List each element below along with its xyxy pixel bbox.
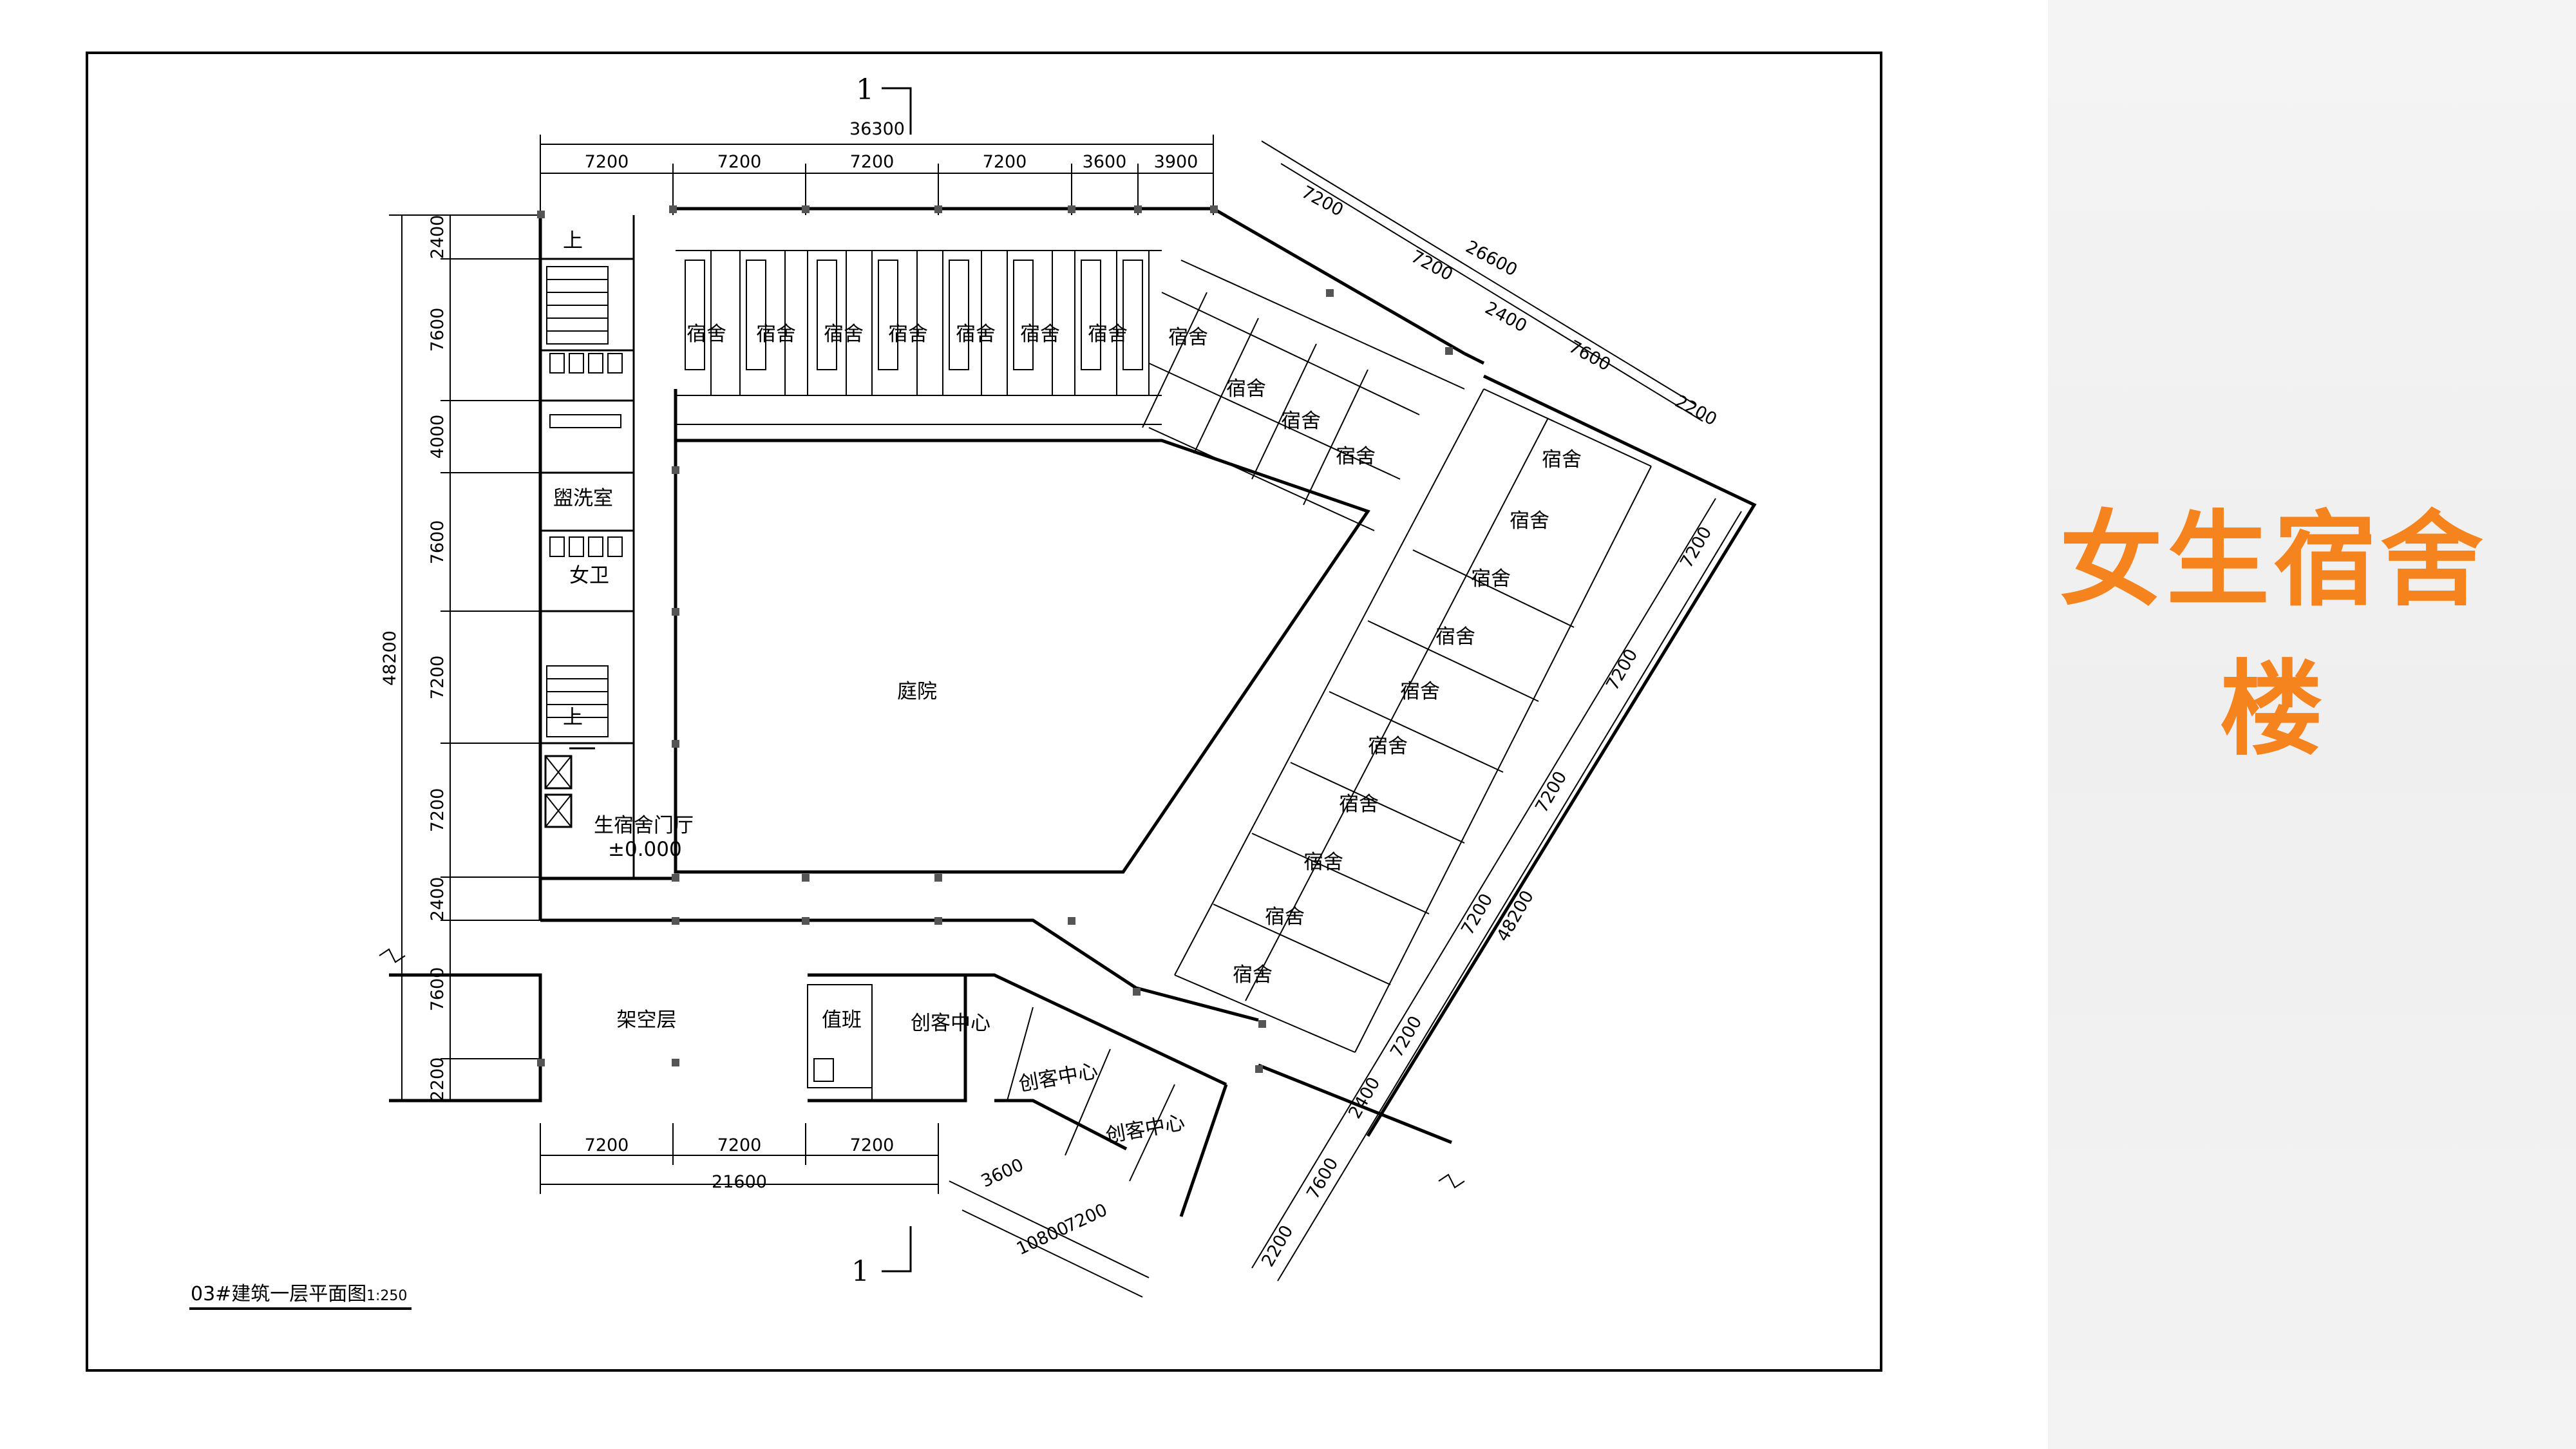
dim-right-4: 7200 bbox=[1457, 890, 1497, 938]
dim-diag-top-2: 7200 bbox=[1408, 247, 1456, 285]
dorm-right-6: 宿舍 bbox=[1471, 567, 1511, 591]
dorm-right-4: 宿舍 bbox=[1542, 448, 1582, 471]
dorm-top-1: 宿舍 bbox=[687, 323, 726, 346]
dim-diag-bottom-total: 10800 bbox=[1014, 1218, 1072, 1259]
dorm-right-10: 宿舍 bbox=[1339, 793, 1379, 816]
elevation-label: ±0.000 bbox=[608, 838, 682, 861]
dim-bottom-2: 7200 bbox=[717, 1135, 762, 1155]
dim-top-6: 3900 bbox=[1154, 152, 1198, 172]
duty-room-label: 值班 bbox=[822, 1009, 862, 1032]
dim-left-6: 7200 bbox=[428, 788, 448, 833]
slide-title: 女生宿舍楼 bbox=[2059, 500, 2487, 770]
dim-left-9: 2200 bbox=[428, 1057, 448, 1102]
dorm-top-3: 宿舍 bbox=[824, 323, 864, 346]
dim-left-5: 7200 bbox=[428, 656, 448, 700]
maker-center-2: 创客中心 bbox=[1017, 1059, 1099, 1096]
washroom-label: 盥洗室 bbox=[553, 487, 613, 510]
dorm-right-5: 宿舍 bbox=[1510, 509, 1549, 533]
dorm-top-5: 宿舍 bbox=[956, 323, 996, 346]
maker-center-1: 创客中心 bbox=[911, 1012, 990, 1035]
stair-up-label-2: 上 bbox=[563, 706, 583, 729]
dorm-right-3: 宿舍 bbox=[1336, 445, 1376, 468]
stair-left-top bbox=[546, 266, 609, 345]
dim-top-5: 3600 bbox=[1083, 152, 1127, 172]
side-panel bbox=[2048, 0, 2576, 1449]
bottom-dim-lines bbox=[540, 1123, 939, 1194]
dim-right-total: 48200 bbox=[1493, 887, 1538, 945]
break-marks bbox=[379, 948, 1465, 1189]
lobby-label: 生宿舍门厅 bbox=[594, 814, 694, 837]
right-wing-dorms bbox=[1142, 260, 1652, 1053]
dim-top-2: 7200 bbox=[717, 152, 762, 172]
dim-right-7: 7600 bbox=[1303, 1154, 1342, 1202]
dim-top-1: 7200 bbox=[585, 152, 629, 172]
floor-plan-frame: 36300 7200 7200 7200 7200 3600 3900 1 48… bbox=[86, 52, 1882, 1372]
dim-left-2: 7600 bbox=[428, 308, 448, 352]
floor-plan-drawing: 36300 7200 7200 7200 7200 3600 3900 1 48… bbox=[189, 73, 1757, 1310]
dim-bottom-3: 7200 bbox=[850, 1135, 895, 1155]
plan-caption: 03#建筑一层平面图 bbox=[191, 1283, 366, 1305]
dorm-right-8: 宿舍 bbox=[1400, 680, 1440, 703]
maker-center-3: 创客中心 bbox=[1104, 1111, 1186, 1148]
section-label-top: 1 bbox=[856, 73, 874, 106]
diag-top-dim-lines bbox=[1261, 140, 1703, 422]
dim-diag-top-5: 2200 bbox=[1672, 392, 1720, 430]
stair-left-bottom bbox=[546, 665, 609, 737]
right-dim-lines bbox=[1251, 498, 1742, 1282]
diag-bottom-dim-lines bbox=[949, 1180, 1150, 1298]
courtyard-label: 庭院 bbox=[897, 680, 937, 703]
section-marker-bottom bbox=[882, 1226, 912, 1273]
section-marker-top bbox=[882, 87, 912, 135]
dorm-right-12: 宿舍 bbox=[1265, 905, 1305, 929]
dim-top-total: 36300 bbox=[849, 119, 905, 139]
plan-scale: 1:250 bbox=[366, 1288, 407, 1304]
dim-bottom-total: 21600 bbox=[712, 1172, 767, 1192]
dorm-top-7: 宿舍 bbox=[1088, 323, 1128, 346]
dim-top-3: 7200 bbox=[850, 152, 895, 172]
dim-left-7: 2400 bbox=[428, 877, 448, 922]
dorm-top-8: 宿舍 bbox=[1168, 326, 1208, 349]
dim-right-8: 2200 bbox=[1258, 1222, 1297, 1270]
pilotis-label: 架空层 bbox=[617, 1009, 677, 1032]
lower-rooms bbox=[807, 984, 1175, 1182]
dorm-right-13: 宿舍 bbox=[1233, 963, 1273, 987]
dorm-right-1: 宿舍 bbox=[1226, 377, 1266, 401]
elevator-shafts bbox=[545, 755, 572, 828]
dim-diag-top-total: 26600 bbox=[1463, 237, 1520, 281]
dorm-right-7: 宿舍 bbox=[1435, 625, 1475, 649]
dorm-right-9: 宿舍 bbox=[1368, 735, 1408, 758]
dim-left-4: 7600 bbox=[428, 520, 448, 565]
dim-diag-bottom-1: 3600 bbox=[978, 1155, 1027, 1191]
dim-bottom-1: 7200 bbox=[585, 1135, 629, 1155]
dim-right-5: 7200 bbox=[1387, 1012, 1426, 1061]
dorm-top-2: 宿舍 bbox=[756, 323, 796, 346]
dim-diag-top-4: 7600 bbox=[1566, 337, 1614, 375]
dim-left-1: 2400 bbox=[428, 215, 448, 260]
toilet-fixtures bbox=[549, 353, 623, 557]
dim-diag-top-3: 2400 bbox=[1482, 298, 1530, 337]
dim-right-3: 7200 bbox=[1531, 768, 1571, 816]
dim-left-total: 48200 bbox=[380, 630, 400, 686]
dorm-top-4: 宿舍 bbox=[888, 323, 928, 346]
womens-toilet-label: 女卫 bbox=[569, 564, 609, 587]
top-dim-lines bbox=[540, 135, 1214, 215]
dim-left-3: 4000 bbox=[428, 415, 448, 459]
left-wing-partitions bbox=[540, 215, 635, 877]
top-wing-dorms bbox=[676, 250, 1162, 425]
dim-top-4: 7200 bbox=[983, 152, 1027, 172]
left-dim-lines bbox=[389, 214, 540, 1101]
dorm-right-2: 宿舍 bbox=[1281, 410, 1321, 433]
stair-up-label-1: 上 bbox=[563, 229, 583, 252]
section-label-bottom: 1 bbox=[851, 1255, 869, 1288]
dorm-top-6: 宿舍 bbox=[1020, 323, 1060, 346]
columns bbox=[537, 205, 1453, 1073]
dorm-right-11: 宿舍 bbox=[1303, 851, 1343, 874]
